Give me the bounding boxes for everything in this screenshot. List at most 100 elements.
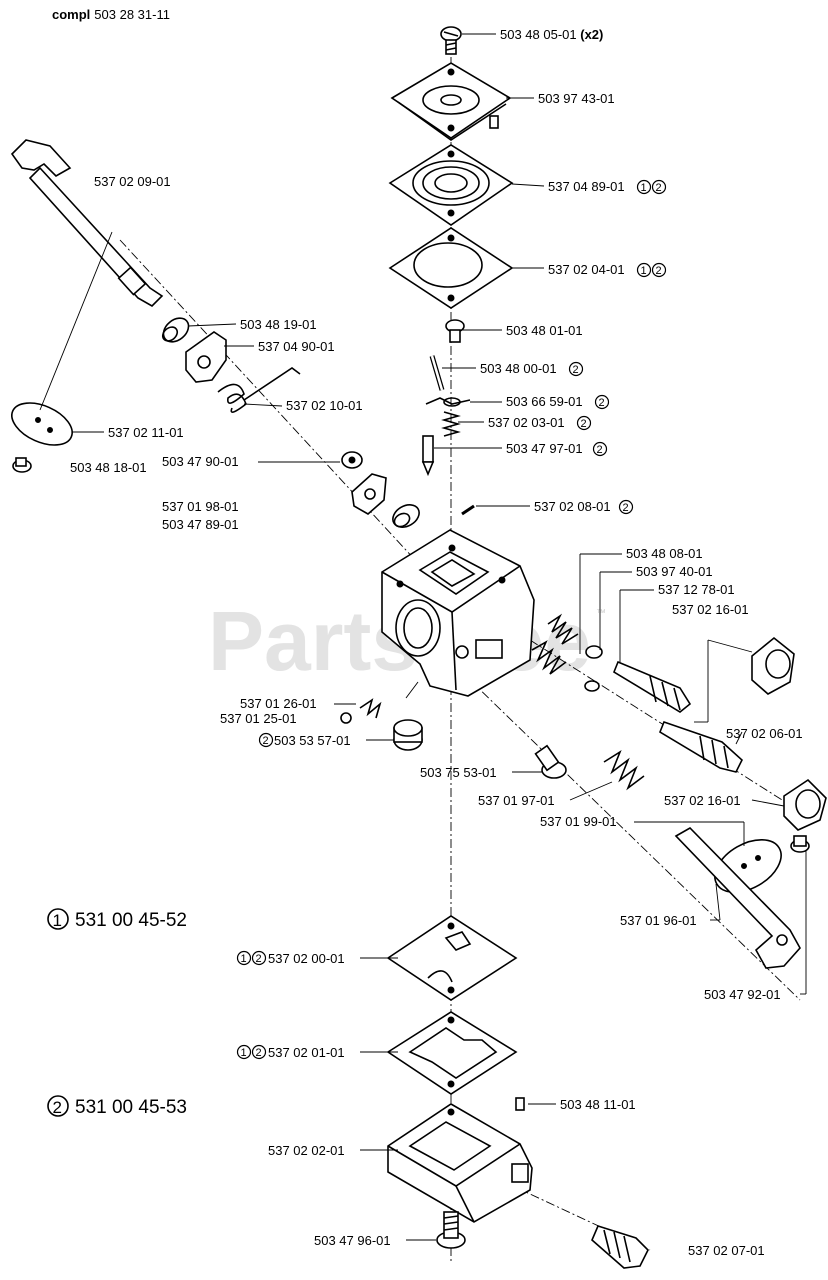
kit-marker-2-icon: [258, 732, 274, 748]
label-537-01-97-01: 537 01 97-01: [478, 793, 555, 808]
label-503-53-57-01: 503 53 57-01: [274, 733, 351, 748]
label-537-12-78-01: 537 12 78-01: [658, 582, 735, 597]
label-503-48-05-01: 503 48 05-01 (x2): [500, 27, 603, 42]
label-503-66-59-01: 503 66 59-01: [506, 394, 583, 409]
label-503-48-08-01: 503 48 08-01: [626, 546, 703, 561]
throttle-valve-part: [11, 402, 73, 446]
label-503-48-01-01: 503 48 01-01: [506, 323, 583, 338]
fuel-fitting-part: [591, 1225, 649, 1269]
kit-legend: 1 531 00 45-52 2 531 00 45-53: [47, 908, 187, 1118]
watermark-trademark: ™: [596, 608, 606, 619]
inlet-needle-part: [421, 435, 435, 477]
kit-marker-2-icon: [251, 950, 267, 966]
adjust-screw-axis-line: [529, 639, 791, 806]
throttle-axis-line: [119, 239, 453, 601]
kit-legend-number-1: 531 00 45-52: [75, 910, 187, 931]
label-537-01-96-01: 537 01 96-01: [620, 913, 697, 928]
label-537-02-01-01: 537 02 01-01: [268, 1045, 345, 1060]
kit-marker-1-icon: [636, 262, 652, 278]
label-537-04-89-01: 537 04 89-01: [548, 179, 625, 194]
idle-screw-part: [340, 698, 382, 724]
label-503-47-92-01: 503 47 92-01: [704, 987, 781, 1002]
assembly-header-prefix: compl: [52, 7, 90, 22]
kit-marker-1-icon: [236, 950, 252, 966]
kit-marker-text: 2: [656, 182, 662, 194]
assembly-header: compl 503 28 31-11: [52, 7, 170, 22]
kit-marker-2-icon: [618, 499, 634, 515]
pump-cover-part: [390, 62, 512, 141]
kit-marker-text: 2: [656, 265, 662, 277]
filter-screw-part: [534, 744, 567, 779]
carburetor-body-part: [381, 529, 535, 697]
choke-lever-part: [351, 473, 387, 515]
pump-diaphragm-part: [388, 144, 514, 226]
kit-marker-text: 1: [641, 265, 647, 277]
lever-spring-part: [441, 411, 461, 437]
plug-part: [393, 719, 423, 751]
label-503-48-19-01: 503 48 19-01: [240, 317, 317, 332]
choke-bushing-part: [392, 504, 420, 528]
label-503-48-11-01: 503 48 11-01: [560, 1097, 636, 1112]
label-537-02-16-01-lower: 537 02 16-01: [664, 793, 741, 808]
label-503-97-43-01: 503 97 43-01: [538, 91, 615, 106]
choke-detent-part: [341, 451, 363, 469]
adjust-needle-low-part: [659, 720, 743, 773]
inlet-lever-part: [425, 397, 471, 407]
top-screw-part: [440, 26, 462, 55]
kit-marker-text: 2: [599, 397, 605, 409]
label-503-47-96-01: 503 47 96-01: [314, 1233, 391, 1248]
label-537-02-07-01: 537 02 07-01: [688, 1243, 765, 1258]
metering-cover-part: [387, 1103, 533, 1223]
choke-spring-part: [603, 750, 645, 791]
label-537-02-08-01: 537 02 08-01: [534, 499, 611, 514]
kit-marker-text: 2: [263, 735, 269, 747]
label-537-01-26-01: 537 01 26-01: [240, 696, 317, 711]
kit-marker-2-icon: [568, 361, 584, 377]
kit-marker-1-icon: [236, 1044, 252, 1060]
adjust-spring-high-part: [547, 613, 579, 645]
throttle-lever-part: [185, 331, 227, 383]
needle-lever-screw-part: [445, 319, 465, 343]
kit-marker-2-icon: [651, 179, 667, 195]
part-labels: 503 48 05-01 (x2) 503 97 43-01 537 04 89…: [70, 27, 803, 1258]
bottom-cover-screw-part: [436, 1211, 466, 1249]
label-537-01-98-01: 537 01 98-01: [162, 499, 239, 514]
throttle-shaft-part: [10, 139, 164, 307]
shaft-bushing-part: [161, 317, 190, 343]
check-valve-part: [515, 1097, 525, 1111]
small-pin-part: [461, 504, 475, 516]
label-537-02-09-01: 537 02 09-01: [94, 174, 171, 189]
label-537-02-03-01: 537 02 03-01: [488, 415, 565, 430]
kit-marker-text: 1: [241, 1047, 247, 1059]
label-503-48-00-01: 503 48 00-01: [480, 361, 557, 376]
label-503-47-97-01: 503 47 97-01: [506, 441, 583, 456]
kit-marker-text: 1: [241, 953, 247, 965]
kit-marker-text: 2: [623, 502, 629, 514]
label-537-02-06-01: 537 02 06-01: [726, 726, 803, 741]
kit-legend-marker-1-icon: [47, 908, 69, 930]
label-537-02-02-01: 537 02 02-01: [268, 1143, 345, 1158]
label-537-02-00-01: 537 02 00-01: [268, 951, 345, 966]
label-537-02-04-01: 537 02 04-01: [548, 262, 625, 277]
valve-screw-part: [12, 457, 32, 473]
kit-marker-2-icon: [594, 394, 610, 410]
label-537-02-11-01: 537 02 11-01: [108, 425, 184, 440]
kit-marker-text: 2: [597, 444, 603, 456]
label-503-47-89-01: 503 47 89-01: [162, 517, 239, 532]
label-503-48-18-01: 503 48 18-01: [70, 460, 147, 475]
label-537-02-16-01: 537 02 16-01: [672, 602, 749, 617]
kit-marker-2-icon: [576, 415, 592, 431]
kit-marker-2-icon: [592, 441, 608, 457]
limiter-cap-part: [751, 636, 795, 695]
kit-marker-text: 2: [573, 364, 579, 376]
assembly-header-number: 503 28 31-11: [94, 7, 170, 22]
choke-axis-line: [469, 679, 801, 1001]
kit-legend-marker-text: 2: [53, 1098, 62, 1117]
label-503-47-90-01: 503 47 90-01: [162, 454, 239, 469]
label-537-01-25-01: 537 01 25-01: [220, 711, 297, 726]
kit-marker-2-icon: [251, 1044, 267, 1060]
label-537-04-90-01: 537 04 90-01: [258, 339, 335, 354]
adjust-needle-high-part: [613, 660, 692, 713]
